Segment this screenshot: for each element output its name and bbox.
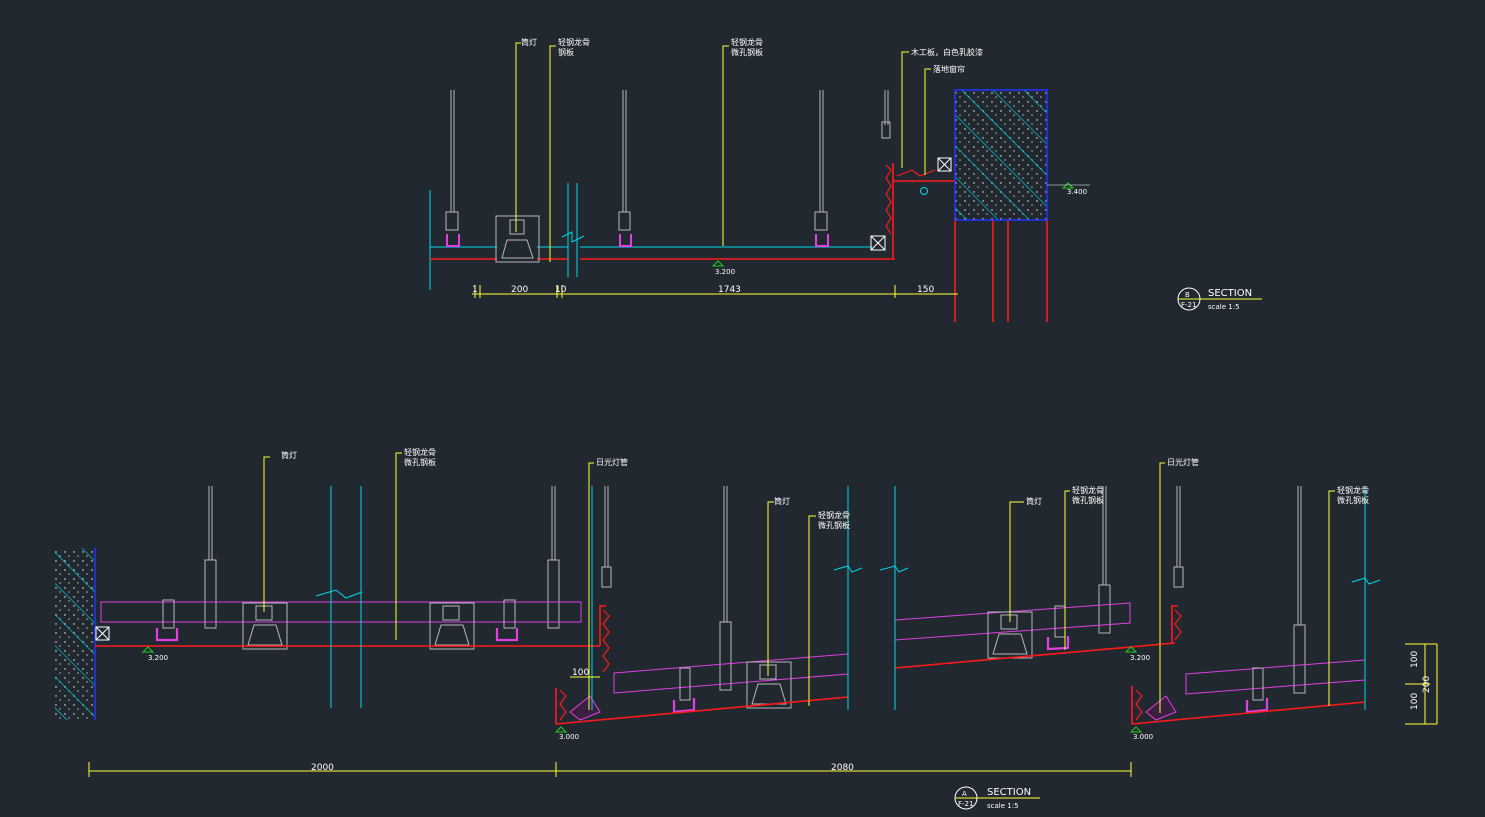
hanger-rods-a [204, 486, 1306, 694]
left-wall-a [55, 548, 96, 720]
dim-1743: 1743 [718, 285, 741, 295]
leader-lines-b [515, 42, 931, 262]
label-keel-2: 轻钢龙骨 [818, 510, 850, 520]
label-downlight-3: 筒灯 [1026, 496, 1042, 506]
dim-2080: 2080 [831, 763, 854, 773]
label-keel: 轻钢龙骨 [558, 37, 590, 47]
dim-horizontal [88, 762, 1132, 777]
tag-title-a: SECTION [987, 787, 1031, 798]
label-board-4: 微孔钢板 [1337, 495, 1369, 505]
label-fluorescent-1: 日光灯管 [596, 457, 628, 467]
tag-scale-a: scale 1:5 [987, 802, 1019, 810]
dim-line-b [472, 285, 958, 298]
label-downlight-2: 筒灯 [774, 496, 790, 506]
label-board-2: 微孔钢板 [818, 520, 850, 530]
hanger-rods [445, 90, 891, 231]
label-keel-1: 轻钢龙骨 [404, 447, 436, 457]
label-downlight: 筒灯 [521, 37, 537, 47]
label-keel2: 轻钢龙骨 [731, 37, 763, 47]
ceiling-red [430, 163, 1048, 322]
tag-letter-a: A [962, 790, 967, 798]
keel-clips [446, 234, 829, 247]
tag-title-b: SECTION [1208, 288, 1252, 299]
section-tag-a: A F-21 SECTION scale 1:5 [954, 786, 1040, 810]
dim-10: 10 [555, 285, 567, 295]
tag-sheet-b: F-21 [1181, 301, 1196, 309]
label-downlight-1: 筒灯 [281, 450, 297, 460]
level-ceiling-b: 3.200 [715, 268, 735, 276]
ceiling-red-a [95, 605, 1366, 725]
cyan-lines-a [315, 486, 1381, 710]
dim-2000: 2000 [311, 763, 334, 773]
fluorescent-tubes [569, 695, 1177, 721]
level-marks-a [141, 646, 1143, 733]
label-board-1: 微孔钢板 [404, 457, 436, 467]
dim-1: 1 [472, 285, 478, 295]
dim-200: 200 [511, 285, 528, 295]
label-keel-4: 轻钢龙骨 [1337, 485, 1369, 495]
tag-scale-b: scale 1:5 [1208, 303, 1240, 311]
dim-v-100a: 100 [1410, 651, 1420, 668]
dim-v-200: 200 [1422, 676, 1432, 693]
level-a-1: 3.200 [148, 654, 168, 662]
dim-v-100b: 100 [1410, 693, 1420, 710]
label-board-3: 微孔钢板 [1072, 495, 1104, 505]
tag-letter-b: B [1185, 291, 1190, 299]
concrete-column-b [954, 89, 1048, 221]
downlight-fixture-b [495, 215, 540, 263]
level-a-2: 3.000 [559, 733, 579, 741]
tag-sheet-a: F-21 [958, 800, 973, 808]
label-keel-board: 钢板 [558, 47, 574, 57]
section-tag-b: B F-21 SECTION scale 1:5 [1177, 287, 1262, 311]
label-keel-3: 轻钢龙骨 [1072, 485, 1104, 495]
section-b: 筒灯 轻钢龙骨 钢板 轻钢龙骨 微孔钢板 木工板，白色乳胶漆 落地窗帘 3.20… [429, 37, 1262, 322]
label-perforated-board: 微孔钢板 [731, 47, 763, 57]
leader-lines-a [263, 452, 1335, 713]
label-wood-board: 木工板，白色乳胶漆 [911, 47, 983, 57]
section-a: 筒灯 轻钢龙骨 微孔钢板 日光灯管 筒灯 轻钢龙骨 微孔钢板 筒灯 轻钢龙骨 微… [55, 447, 1438, 810]
keel-bands-a [100, 601, 1366, 695]
level-a-3: 3.200 [1130, 654, 1150, 662]
dim-small-100: 100 [572, 668, 589, 678]
level-top-b: 3.400 [1067, 188, 1087, 196]
label-curtain: 落地窗帘 [933, 64, 965, 74]
downlight-fixtures-a [242, 602, 1033, 709]
keel-clips-a [155, 628, 1269, 714]
dim-150: 150 [917, 285, 934, 295]
level-a-4: 3.000 [1133, 733, 1153, 741]
dim-vertical [1405, 643, 1438, 725]
label-fluorescent-2: 日光灯管 [1167, 457, 1199, 467]
